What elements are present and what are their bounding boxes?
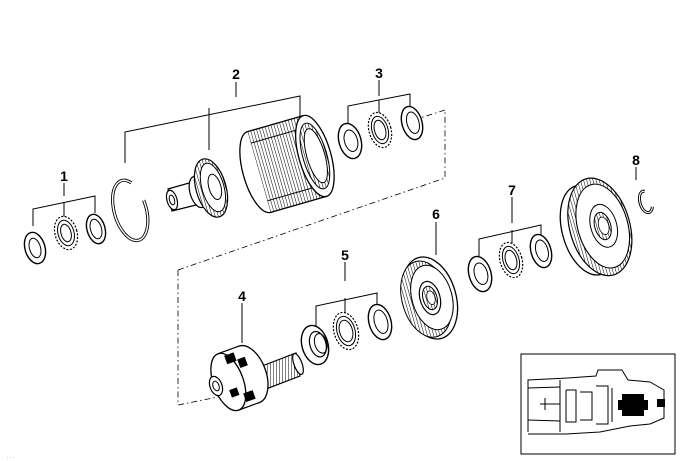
watermark-text: … <box>6 451 15 461</box>
callout-5: 5 <box>341 247 349 263</box>
part-1-washer-bearing-set <box>23 213 107 265</box>
callout-numbers: 1 2 3 4 5 6 7 8 <box>60 65 640 304</box>
part-2-shaft-and-ring-gear <box>165 114 335 218</box>
callout-6: 6 <box>432 206 440 222</box>
part-6-sun-gear-drum <box>400 256 459 340</box>
transmission-locator-inset <box>520 353 676 455</box>
callout-4: 4 <box>238 288 246 304</box>
part-5-race-bearing-set <box>300 303 393 366</box>
snap-ring <box>111 178 150 243</box>
part-4-planet-carrier <box>208 344 304 412</box>
assembly-axis-lines <box>177 109 446 406</box>
part-8-circlip <box>637 189 654 215</box>
part-3-washer-bearing-set <box>337 105 424 160</box>
output-ring-gear <box>559 177 633 277</box>
callout-7: 7 <box>508 182 516 198</box>
part-7-washer-bearing-set <box>467 233 553 293</box>
callout-2: 2 <box>232 66 240 82</box>
callout-1: 1 <box>60 168 68 184</box>
callout-8: 8 <box>632 152 640 168</box>
callout-3: 3 <box>375 65 383 81</box>
callout-leaders <box>32 80 637 343</box>
